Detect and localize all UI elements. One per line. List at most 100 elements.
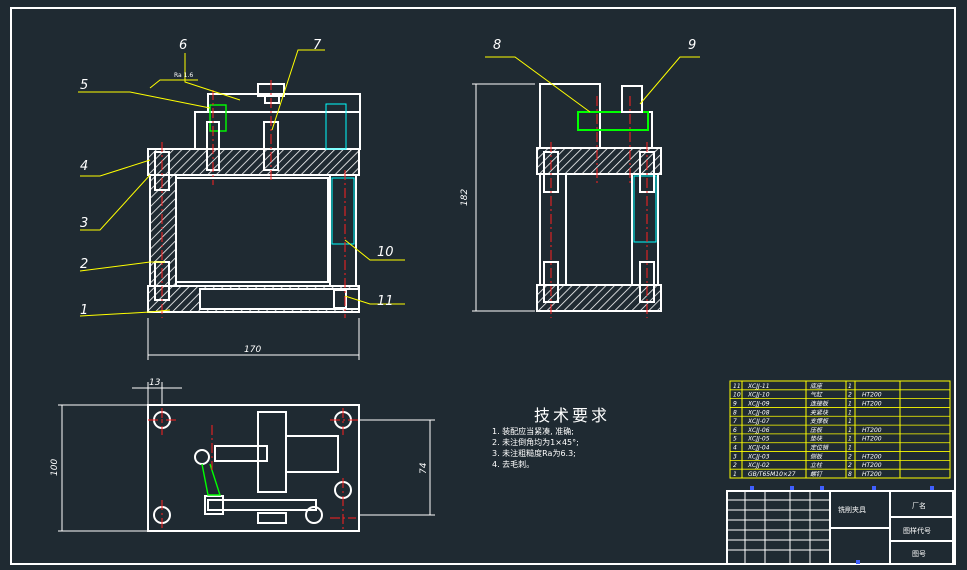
side-fixture-body xyxy=(539,83,601,149)
parts-list-cell-code: XCJJ-03 xyxy=(747,453,770,460)
side-dimension xyxy=(472,83,535,312)
parts-list-cell-name: 垫块 xyxy=(810,435,823,443)
parts-list-cell-name: 侧板 xyxy=(810,452,823,460)
balloon-3: 3 xyxy=(80,216,88,231)
side-centerlines xyxy=(550,96,648,318)
parts-list-cell-no: 2 xyxy=(733,462,737,469)
tech-requirements-list: 1. 装配应当紧凑, 准确; 2. 未注倒角均为1×45°; 3. 未注粗糙度R… xyxy=(492,426,579,470)
parts-list-cell-material: HT200 xyxy=(862,462,882,469)
front-dimension xyxy=(147,318,360,360)
parts-list-cell-qty: 8 xyxy=(848,471,852,478)
parts-list-cell-material: HT200 xyxy=(862,392,882,399)
title-block-drawing-no: 图样代号 xyxy=(903,526,931,535)
dim-top-offset: 13 xyxy=(149,378,161,388)
side-base-plate xyxy=(536,284,662,312)
parts-list-cell-code: XCJJ-04 xyxy=(747,445,770,452)
parts-list-table xyxy=(729,380,951,479)
front-right-column xyxy=(329,174,357,287)
top-centerlines xyxy=(148,408,370,530)
parts-list-cell-name: 螺钉 xyxy=(810,470,823,478)
parts-list-cell-name: 立柱 xyxy=(810,461,823,469)
front-top-plate xyxy=(147,148,360,176)
top-dimension xyxy=(58,382,435,532)
balloon-1: 1 xyxy=(80,303,88,318)
parts-list-cell-code: XCJJ-11 xyxy=(747,383,770,390)
parts-list-cell-no: 7 xyxy=(733,418,737,425)
dim-side-height: 182 xyxy=(460,189,470,206)
parts-list-cell-code: XCJJ-07 xyxy=(747,418,770,425)
parts-list-cell-name: 气缸 xyxy=(810,391,823,399)
side-leaders xyxy=(485,56,700,113)
parts-list-cell-code: XCJJ-10 xyxy=(747,392,770,399)
dim-top-length: 100 xyxy=(50,459,60,476)
parts-list-cell-no: 3 xyxy=(733,453,737,460)
title-block-grid xyxy=(727,491,830,564)
parts-list-cell-code: XCJJ-09 xyxy=(747,400,770,407)
tech-requirements-title: 技术要求 xyxy=(534,406,611,425)
title-block xyxy=(726,490,954,565)
balloon-6: 6 xyxy=(179,38,187,53)
parts-list-cell-no: 8 xyxy=(733,409,737,416)
front-leaders xyxy=(78,49,405,317)
parts-list-cell-no: 9 xyxy=(733,400,737,407)
roughness-note: Ra 1.6 xyxy=(174,72,193,79)
front-view xyxy=(147,83,361,313)
balloon-2: 2 xyxy=(80,257,88,272)
sheet-border xyxy=(10,7,956,565)
title-block-factory: 厂名 xyxy=(912,501,926,510)
parts-list-cell-material: HT200 xyxy=(862,427,882,434)
balloon-11: 11 xyxy=(377,294,394,309)
parts-list-cell-code: XCJJ-05 xyxy=(747,436,770,443)
parts-list-cell-code: XCJJ-06 xyxy=(747,427,770,434)
dim-front-width: 170 xyxy=(244,345,261,355)
parts-list-cell-no: 6 xyxy=(733,427,737,434)
parts-list-cell-qty: 2 xyxy=(848,453,852,460)
top-bolt-hole xyxy=(305,506,323,524)
parts-list-cell-no: 1 xyxy=(733,471,737,478)
dim-top-inner: 74 xyxy=(419,462,429,474)
front-centerlines xyxy=(161,80,346,318)
parts-list-cell-qty: 1 xyxy=(848,383,852,390)
parts-list-cell-qty: 1 xyxy=(848,427,852,434)
balloon-5: 5 xyxy=(80,78,88,93)
parts-list-cell-name: 底座 xyxy=(810,382,823,390)
parts-list-cell-qty: 1 xyxy=(848,418,852,425)
top-view xyxy=(147,404,360,532)
balloon-9: 9 xyxy=(688,38,696,53)
parts-list-cell-material: HT200 xyxy=(862,436,882,443)
parts-list-cell-material: HT200 xyxy=(862,471,882,478)
side-view xyxy=(536,83,662,312)
parts-list-cell-no: 11 xyxy=(733,383,741,390)
balloon-7: 7 xyxy=(313,38,322,53)
balloon-10: 10 xyxy=(377,245,394,260)
parts-list-cell-qty: 1 xyxy=(848,400,852,407)
parts-list-cell-name: 连接板 xyxy=(810,399,829,407)
balloon-8: 8 xyxy=(493,38,501,53)
parts-list-cell-name: 支撑板 xyxy=(810,417,829,425)
parts-list-cell-name: 压板 xyxy=(810,426,823,434)
parts-list-cell-code: XCJJ-08 xyxy=(747,409,770,416)
parts-list-cell-no: 4 xyxy=(733,445,737,452)
parts-list-cell-qty: 1 xyxy=(848,436,852,443)
parts-list-cell-qty: 2 xyxy=(848,462,852,469)
parts-list-cell-material: HT200 xyxy=(862,453,882,460)
tech-requirement-item: 3. 未注粗糙度Ra为6.3; xyxy=(492,449,576,458)
tech-requirement-item: 4. 去毛刺。 xyxy=(492,460,535,469)
title-block-sheet: 图号 xyxy=(912,550,926,558)
parts-list-cell-material: HT200 xyxy=(862,400,882,407)
parts-list-cell-name: 定位销 xyxy=(810,444,829,452)
front-left-column xyxy=(149,174,177,287)
parts-list-cell-name: 夹紧块 xyxy=(810,408,829,416)
parts-list-cell-no: 5 xyxy=(733,436,737,443)
parts-list-cell-qty: 1 xyxy=(848,445,852,452)
top-base-outline xyxy=(147,404,360,532)
parts-list-cell-qty: 2 xyxy=(848,392,852,399)
balloon-4: 4 xyxy=(80,159,88,174)
parts-list-cell-code: GB/T65M10×27 xyxy=(748,471,796,478)
dim-markers xyxy=(750,486,934,564)
parts-list-cell-no: 10 xyxy=(733,392,741,399)
title-block-drawing-name: 铣削夹具 xyxy=(838,505,866,514)
parts-list-cell-qty: 1 xyxy=(848,409,852,416)
